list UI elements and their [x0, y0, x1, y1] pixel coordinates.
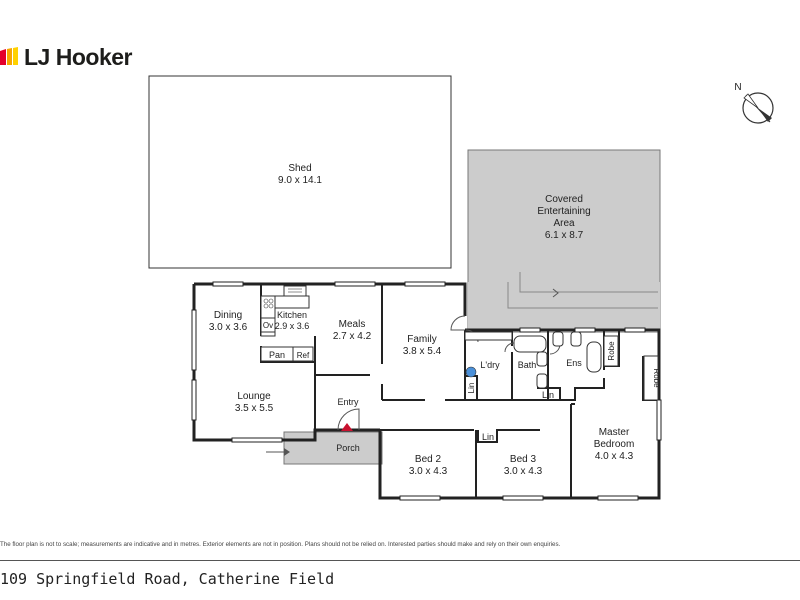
bed2-label: Bed 2 [415, 454, 442, 465]
dining-label: Dining [214, 310, 242, 321]
linen-label-1: Lin [467, 383, 476, 394]
toilet [536, 373, 548, 389]
brand-logo: LJ Hooker [0, 42, 132, 72]
windows [191, 281, 662, 501]
lounge-dims: 3.5 x 5.5 [235, 403, 274, 414]
kitchen-dims: 2.9 x 3.6 [275, 321, 310, 331]
laundry-bench [464, 331, 513, 341]
family-dims: 3.8 x 5.4 [403, 346, 442, 357]
linen-label-3: Lin [482, 432, 494, 442]
property-address: 109 Springfield Road, Catherine Field [0, 570, 335, 588]
porch-label: Porch [336, 443, 360, 453]
entry-label: Entry [337, 397, 359, 407]
bath-vanity [536, 351, 548, 367]
logo-bar-yellow [13, 47, 18, 65]
pantry-label: Pan [269, 350, 285, 360]
covered-label-1: Covered [545, 194, 583, 205]
step-arrow-icon [552, 288, 559, 298]
stove-icon [263, 298, 274, 309]
family-label: Family [407, 334, 436, 345]
footer-divider [0, 560, 800, 561]
entry-arrow-icon [284, 448, 290, 456]
front-door-marker-icon [341, 423, 353, 431]
covered-label-2: Entertaining [537, 206, 590, 217]
shed-label: Shed [288, 163, 311, 174]
robe-label-1: Robe [607, 341, 616, 361]
sink-icon [288, 288, 302, 293]
shed-dims: 9.0 x 14.1 [278, 175, 322, 186]
oven-label: Ov [263, 321, 273, 330]
bath-label: Bath [518, 360, 537, 370]
shed-outline [148, 75, 452, 269]
robe-label-2: Robe [652, 368, 661, 388]
robe-ensuite [603, 335, 619, 367]
brand-logo-icon [0, 47, 18, 65]
door-swings [337, 315, 561, 431]
linen-label-2: Lin [542, 390, 554, 400]
brand-name: LJ Hooker [24, 43, 132, 70]
bed3-dims: 3.0 x 4.3 [504, 466, 543, 477]
kitchen-label: Kitchen [277, 310, 307, 320]
oven-box [260, 317, 276, 333]
disclaimer-text: The floor plan is not to scale; measurem… [0, 541, 561, 548]
meals-label: Meals [339, 319, 366, 330]
covered-step-line [507, 282, 658, 309]
porch [283, 431, 383, 465]
meals-dims: 2.7 x 4.2 [333, 331, 372, 342]
floor-plan: Shed 9.0 x 14.1 Covered Entertaining Are… [148, 75, 774, 501]
covered-label-3: Area [553, 218, 575, 229]
master-label-1: Master [599, 427, 630, 438]
logo-bar-orange [7, 48, 12, 65]
master-dims: 4.0 x 4.3 [595, 451, 634, 462]
covered-dims: 6.1 x 8.7 [545, 230, 584, 241]
ensuite-shower [586, 341, 602, 373]
fridge-label: Ref [297, 351, 310, 360]
ensuite-label: Ens [566, 358, 582, 368]
ensuite-toilet [552, 331, 564, 347]
robe-master [643, 355, 659, 401]
bathtub [513, 335, 547, 353]
fridge-box [292, 346, 314, 362]
covered-step-line-2 [519, 272, 658, 293]
compass-icon [742, 92, 774, 124]
ensuite-basin [570, 331, 582, 347]
laundry-label: L'dry [480, 360, 500, 370]
logo-bar-red [0, 49, 6, 65]
master-label-2: Bedroom [594, 439, 635, 450]
washer-icon [465, 366, 477, 378]
compass-north-label: N [734, 82, 741, 93]
covered-area-lower [468, 282, 660, 332]
lounge-label: Lounge [237, 391, 271, 402]
bed2-dims: 3.0 x 4.3 [409, 466, 448, 477]
dining-dims: 3.0 x 3.6 [209, 322, 248, 333]
bed3-label: Bed 3 [510, 454, 537, 465]
